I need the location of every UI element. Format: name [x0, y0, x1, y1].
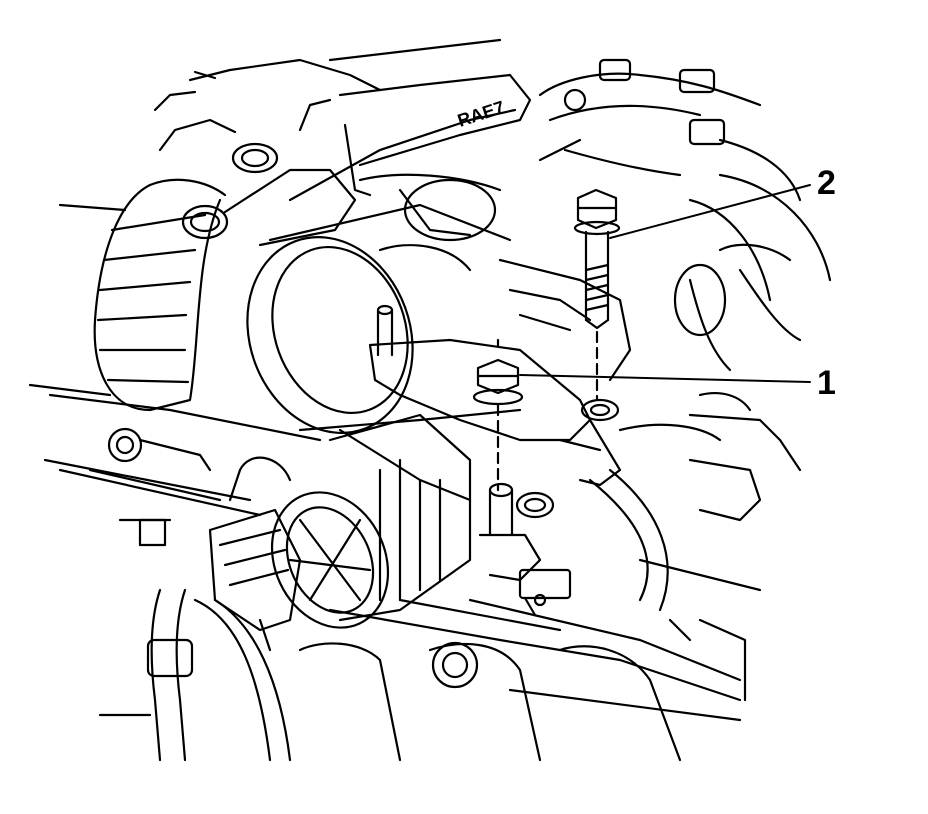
upper-bracket: RAE7	[288, 38, 532, 202]
upper-left-hose	[58, 178, 227, 412]
nut-part	[472, 338, 524, 492]
mounting-bracket	[368, 258, 632, 487]
throttle-body-housing	[246, 173, 522, 434]
lower-stud	[478, 482, 555, 582]
callout-number-2: 2	[817, 164, 836, 202]
upper-right-harness	[538, 58, 832, 302]
wiring-clip	[518, 568, 572, 617]
leader-line-1	[519, 374, 811, 383]
intake-manifold	[298, 598, 742, 762]
throttle-actuator	[270, 413, 472, 629]
fuel-rail	[28, 383, 322, 517]
lower-left-pipe	[98, 518, 292, 762]
leader-lines	[519, 184, 811, 383]
right-harness	[588, 243, 802, 702]
bolt-part	[573, 188, 621, 402]
callout-number-1: 1	[817, 364, 836, 402]
stud	[376, 304, 394, 357]
coolant-outlet	[153, 58, 382, 247]
leader-line-2	[609, 184, 811, 239]
